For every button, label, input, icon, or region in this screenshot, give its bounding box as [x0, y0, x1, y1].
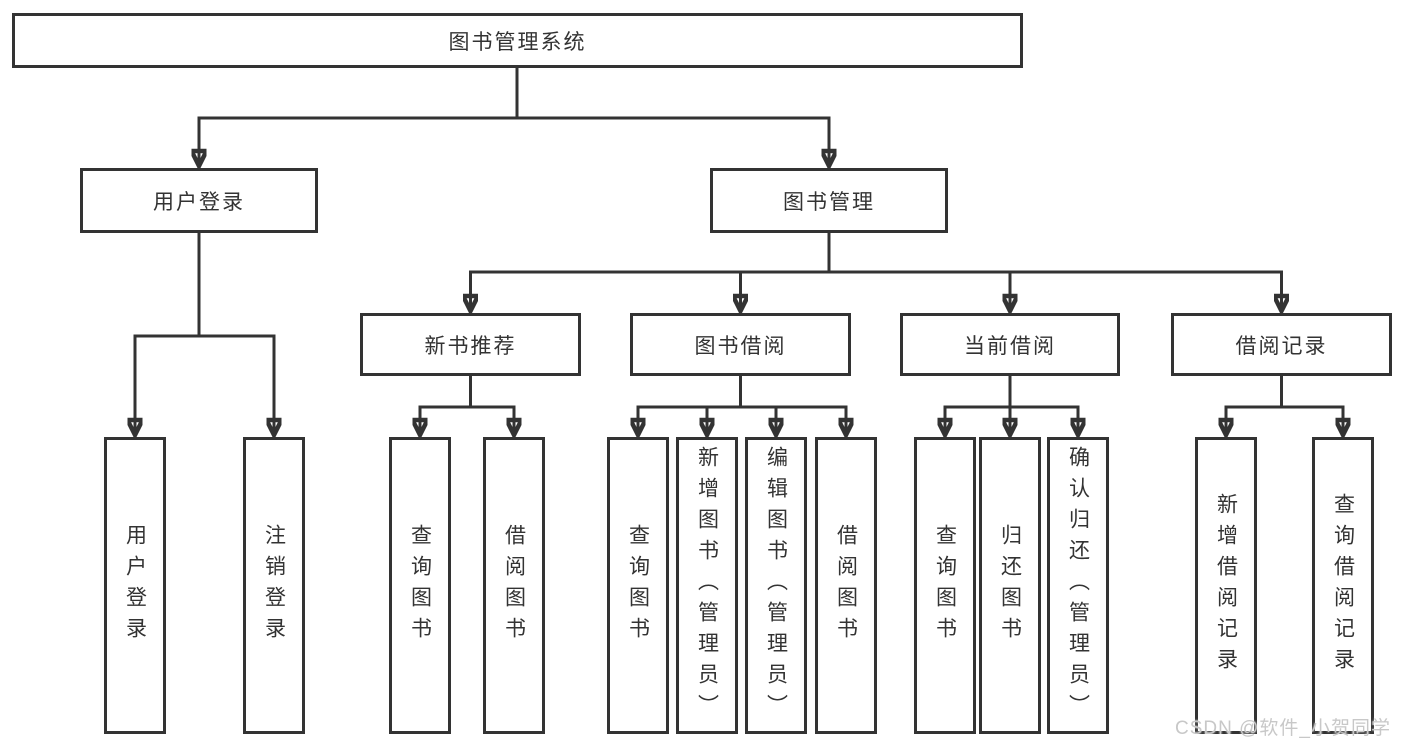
node-new-book-recommend: 新书推荐 — [360, 313, 581, 376]
node-label: 注销登录 — [262, 523, 286, 648]
watermark: CSDN @软件_小贺同学 — [1175, 718, 1391, 739]
leaf-current-confirm-return-admin: 确认归还（管理员） — [1047, 437, 1109, 734]
node-borrowing-records: 借阅记录 — [1171, 313, 1392, 376]
node-label: 图书管理系统 — [448, 30, 587, 54]
node-book-management: 图书管理 — [710, 168, 948, 233]
node-label: 图书借阅 — [694, 334, 787, 358]
node-library-management-system: 图书管理系统 — [12, 13, 1023, 68]
node-label: 确认归还（管理员） — [1066, 446, 1090, 725]
node-label: 新书推荐 — [424, 334, 517, 358]
node-label: 编辑图书（管理员） — [764, 446, 788, 725]
leaf-user-login: 用户登录 — [104, 437, 166, 734]
leaf-current-query-book: 查询图书 — [914, 437, 976, 734]
leaf-record-add-borrow-record: 新增借阅记录 — [1195, 437, 1257, 734]
node-book-borrowing: 图书借阅 — [630, 313, 851, 376]
node-label: 查询图书 — [626, 523, 650, 648]
node-user-login: 用户登录 — [80, 168, 318, 233]
node-label: 查询图书 — [933, 523, 957, 648]
node-label: 新增借阅记录 — [1214, 492, 1238, 679]
leaf-borrow-add-book-admin: 新增图书（管理员） — [676, 437, 738, 734]
leaf-current-return-book: 归还图书 — [979, 437, 1041, 734]
node-label: 归还图书 — [998, 523, 1022, 648]
leaf-logout: 注销登录 — [243, 437, 305, 734]
node-label: 新增图书（管理员） — [695, 446, 719, 725]
node-label: 查询图书 — [408, 523, 432, 648]
node-label: 用户登录 — [123, 523, 147, 648]
node-current-borrowing: 当前借阅 — [900, 313, 1120, 376]
node-label: 借阅记录 — [1235, 334, 1328, 358]
node-label: 当前借阅 — [964, 334, 1056, 358]
node-label: 用户登录 — [153, 190, 245, 214]
leaf-newbook-query-book: 查询图书 — [389, 437, 451, 734]
leaf-newbook-borrow-book: 借阅图书 — [483, 437, 545, 734]
node-label: 借阅图书 — [834, 523, 858, 648]
node-label: 借阅图书 — [502, 523, 526, 648]
leaf-borrow-edit-book-admin: 编辑图书（管理员） — [745, 437, 807, 734]
leaf-borrow-borrow-book: 借阅图书 — [815, 437, 877, 734]
node-label: 查询借阅记录 — [1331, 492, 1355, 679]
leaf-record-query-borrow-record: 查询借阅记录 — [1312, 437, 1374, 734]
node-label: 图书管理 — [783, 190, 875, 214]
leaf-borrow-query-book: 查询图书 — [607, 437, 669, 734]
